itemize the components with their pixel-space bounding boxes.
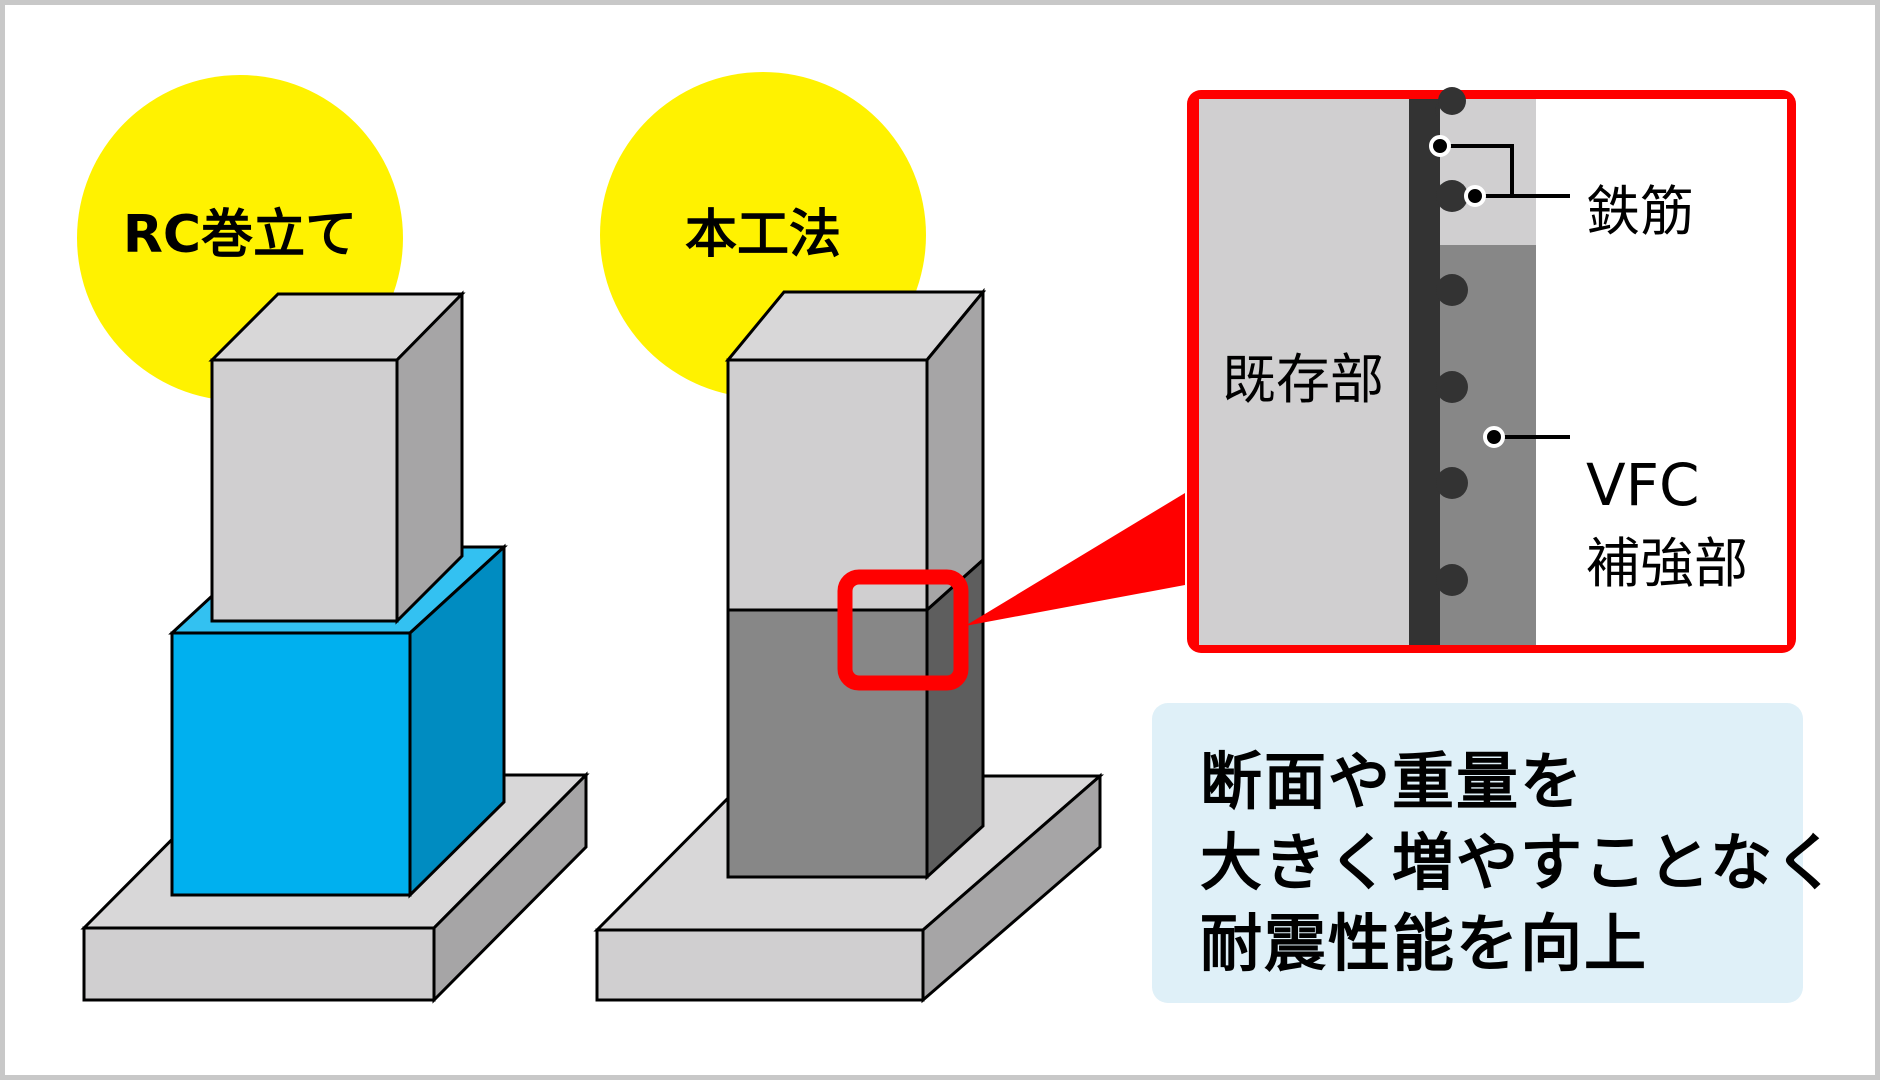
mid-base-front xyxy=(595,928,925,1002)
left-column-front xyxy=(210,358,399,623)
new-method-label: 本工法 xyxy=(685,205,841,265)
mid-column-front-upper xyxy=(726,358,929,612)
summary-line-1: 断面や重量を xyxy=(1200,745,1585,818)
callout-panel xyxy=(1187,87,1796,653)
rebar-bumps xyxy=(1435,87,1468,596)
rebar-label: 鉄筋 xyxy=(1586,180,1694,243)
rebar-pointer-dot-2 xyxy=(1464,185,1486,207)
mid-column-front-lower xyxy=(726,608,929,879)
vfc-column xyxy=(593,287,1105,1004)
summary-line-2: 大きく増やすことなく xyxy=(1200,826,1839,899)
rc-method-label: RC巻立て xyxy=(123,205,357,265)
existing-part-label: 既存部 xyxy=(1222,348,1384,411)
vfc-pointer-dot xyxy=(1483,426,1505,448)
vfc-reinforcement-label: 補強部 xyxy=(1586,532,1748,595)
callout-existing-area xyxy=(1199,99,1412,645)
callout-light-area xyxy=(1440,99,1536,245)
callout-white-area xyxy=(1536,99,1787,645)
rc-jacket-column xyxy=(80,290,590,1004)
rebar-pointer-dot-1 xyxy=(1429,135,1451,157)
highlight-square xyxy=(837,569,969,691)
summary-box: 断面や重量を 大きく増やすことなく 耐震性能を向上 xyxy=(1152,703,1839,1003)
rc-jacket-front xyxy=(170,631,412,897)
left-base-front xyxy=(82,926,436,1002)
callout-pointer xyxy=(965,493,1185,626)
rebar-strip xyxy=(1409,99,1440,645)
summary-line-3: 耐震性能を向上 xyxy=(1200,907,1649,980)
vfc-label: VFC xyxy=(1586,451,1700,519)
